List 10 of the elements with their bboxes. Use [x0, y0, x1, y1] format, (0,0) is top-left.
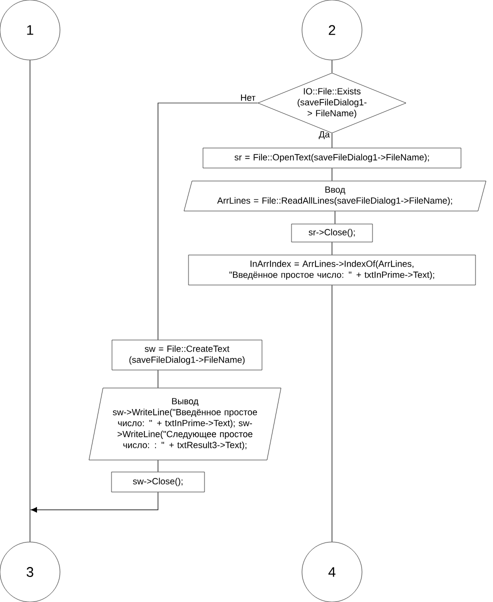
arrow	[30, 492, 158, 513]
process-box: sw->Close();	[111, 472, 205, 492]
output-parallelogram: Вывод sw->WriteLine("Введённое простое число: " + txtInPrime->Text); sw->WriteLine("Следующее простое число: : " + txtResult3->Text);	[88, 388, 282, 460]
edge-label: Нет	[241, 94, 256, 101]
process-box: sw = File::CreateText (saveFileDialog1->FileName)	[112, 340, 262, 370]
process-box: sr->Close();	[291, 224, 373, 242]
edge-label: Да	[318, 131, 330, 140]
process-box: InArrIndex = ArrLines->IndexOf(ArrLines, "Введённое простое число: " + txtInPrime->Text);	[188, 254, 476, 286]
input-parallelogram: Ввод ArrLines = File::ReadAllLines(saveFileDialog1->FileName);	[184, 180, 486, 212]
process-box: sr = File::OpenText(saveFileDialog1->FileName);	[202, 148, 462, 168]
